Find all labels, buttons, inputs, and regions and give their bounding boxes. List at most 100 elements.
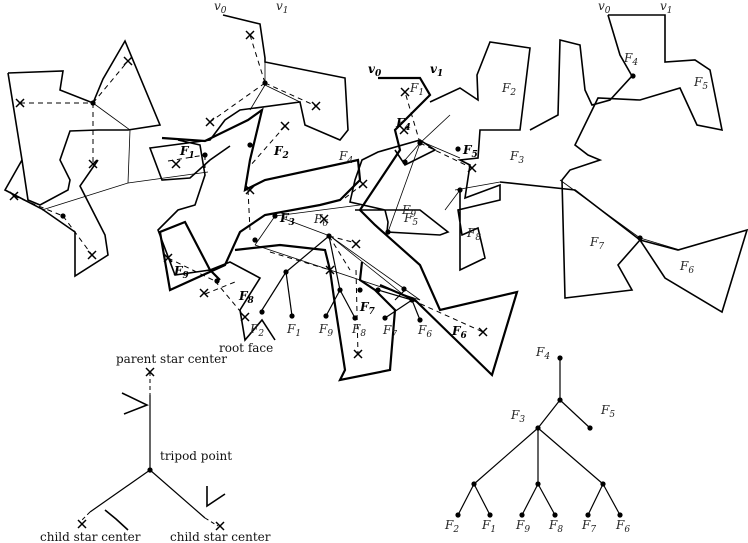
star-center-x: [15, 98, 25, 108]
legend-tripod-dot: [147, 467, 153, 473]
tripod-dot: [402, 159, 408, 165]
tree-node-mid: [535, 481, 541, 487]
outline-right-inner: [529, 14, 633, 131]
star-center-x: [9, 191, 19, 201]
label-F8-thin: F8: [466, 226, 481, 243]
legend-star-x-child-left: [77, 519, 87, 529]
star-center-x: [163, 253, 173, 263]
tripod-dot: [385, 229, 391, 235]
tree-leaf: [259, 309, 265, 315]
left-tripod-points: [60, 80, 463, 303]
embedded-tree-leaves: [259, 269, 423, 323]
star-center-x: [199, 288, 209, 298]
star-center-x: [240, 312, 250, 322]
caption-root-face: root face: [219, 341, 273, 355]
legend-star-x-parent: [145, 367, 155, 377]
tree-node-left: [471, 481, 477, 487]
label-v0-bold: v0: [368, 62, 382, 79]
tree-label-F9-b: F9: [515, 518, 530, 535]
star-center-x: [400, 87, 410, 97]
star-center-x: [88, 159, 98, 169]
right-figure: [499, 14, 748, 314]
tree-leaf: [323, 313, 329, 319]
label-F7-right: F7: [589, 235, 604, 252]
label-F1-thin: F1: [409, 81, 424, 98]
label-v1-right: v1: [660, 0, 673, 16]
star-center-x: [351, 239, 361, 249]
outline-center-bold: [158, 107, 362, 292]
face-tree-nodes: [455, 355, 623, 518]
star-center-x: [325, 265, 335, 275]
star-center-x: [123, 56, 133, 66]
right-figure-labels: v0 v1 F4 F5 F7 F6: [589, 0, 708, 276]
tree-node-F2: [455, 512, 461, 518]
outline-left-top: [7, 39, 162, 206]
star-center-x: [205, 117, 215, 127]
label-F1-bold: F1: [179, 144, 195, 161]
label-F6-bold: F6: [451, 324, 468, 341]
star-center-x: [353, 349, 363, 359]
label-F5-bold: F5: [462, 143, 478, 160]
tree-leaf: [283, 269, 289, 275]
left-figure-labels: v0 v1 v0 v1 F1 F2 F3 F4 F5 F6 F7 F8 F9 F…: [173, 0, 524, 355]
star-center-x: [311, 101, 321, 111]
label-F4-right: F4: [623, 51, 638, 68]
label-F6-center: F6: [313, 212, 328, 229]
tree-leaf: [382, 315, 388, 321]
tree-label-F8-b: F8: [548, 518, 563, 535]
star-center-x: [171, 159, 181, 169]
label-F2-thin: F2: [501, 81, 516, 98]
tree-node-F1: [487, 512, 493, 518]
tree-label-F4: F4: [535, 345, 550, 362]
outline-center-mid: [349, 139, 450, 236]
label-v1-bold: v1: [430, 62, 443, 79]
label-F4-thin: F4: [338, 149, 353, 166]
tree-leaf: [289, 313, 295, 319]
star-centers: [9, 30, 488, 359]
legend-star-x-child-right: [215, 521, 225, 531]
tripod-dot: [262, 80, 268, 86]
tripod-dot: [457, 187, 463, 193]
tripod-legend: [77, 367, 226, 531]
tree-node-root: [557, 397, 563, 403]
tree-leaf: [375, 287, 381, 293]
star-center-x: [467, 163, 477, 173]
label-F4-bold: F4: [395, 116, 411, 133]
caption-child-star-center-left: child star center: [40, 530, 141, 543]
star-center-x: [87, 250, 97, 260]
embedded-tree: [261, 235, 421, 321]
outline-right-shape: [499, 14, 748, 314]
tree-label-F8: F8: [351, 322, 366, 339]
star-center-x: [245, 30, 255, 40]
face-tree: [457, 358, 621, 516]
face-tree-labels: F4 F5 F3 F2 F1 F9 F8 F7 F6: [444, 345, 630, 535]
tree-leaf: [401, 286, 407, 292]
caption-child-star-center-right: child star center: [170, 530, 271, 543]
tree-node-F9: [519, 512, 525, 518]
tripod-dot: [637, 235, 643, 241]
star-center-x: [280, 121, 290, 131]
label-F9-thin: F9: [401, 203, 416, 220]
tripod-dot: [252, 237, 258, 243]
tree-label-F2-b: F2: [444, 518, 459, 535]
star-center-x: [319, 214, 329, 224]
right-figure-dots: [630, 73, 643, 241]
label-F6-right: F6: [679, 259, 694, 276]
outline-upper-right: [429, 41, 531, 272]
outline-lower-left: [157, 139, 276, 342]
tripod-dot: [272, 213, 278, 219]
label-F7-thin: F7: [382, 323, 397, 340]
tripod-dot: [357, 287, 363, 293]
tripod-dot: [455, 146, 461, 152]
tree-node-F3: [535, 425, 541, 431]
label-F3-thin: F3: [509, 149, 524, 166]
tripod-dot: [214, 278, 220, 284]
star-center-x: [358, 179, 368, 189]
caption-tripod-point: tripod point: [160, 449, 232, 463]
label-F3-bold: F3: [279, 211, 295, 228]
tree-node-F6: [617, 512, 623, 518]
label-F7-bold: F7: [359, 300, 376, 317]
label-v0-top: v0: [214, 0, 227, 16]
tripod-dot: [417, 140, 423, 146]
